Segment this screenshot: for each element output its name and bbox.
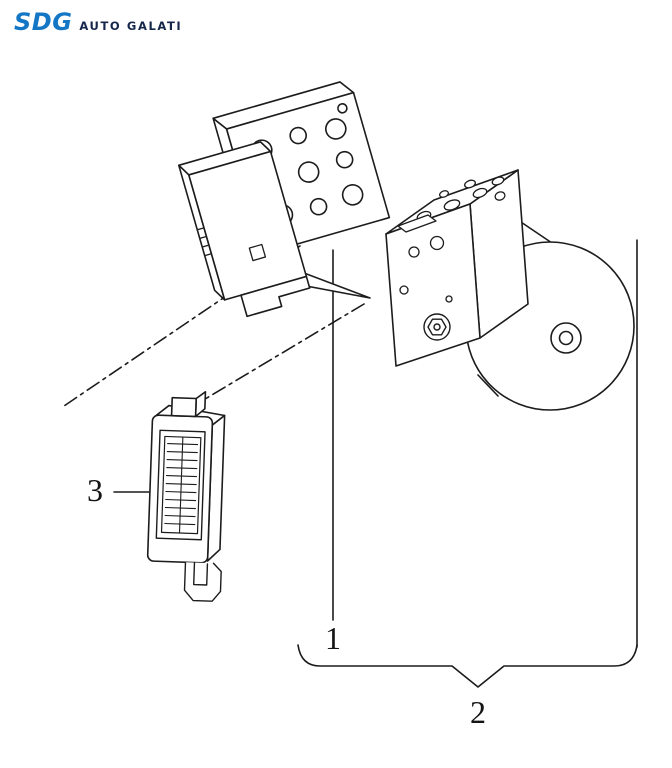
control-module-vents <box>197 227 212 257</box>
control-module-bottom-tab <box>240 275 311 318</box>
brand-subtitle: AUTO GALATI <box>79 19 183 33</box>
connector-pins <box>164 436 199 534</box>
part-label-3: 3 <box>87 472 103 508</box>
part-label-1: 1 <box>325 620 341 656</box>
part-label-2: 2 <box>470 694 486 730</box>
brand-name: SDG <box>14 8 73 36</box>
control-module-label-plate <box>248 243 267 262</box>
valve-block <box>385 169 529 367</box>
valve-block-bolt <box>423 313 451 341</box>
motor-hub-inner <box>558 330 574 346</box>
callout-bracket-2 <box>297 644 638 688</box>
connector-latch-hook <box>183 561 222 602</box>
hydraulic-unit <box>385 169 635 411</box>
motor-body-bottom-line <box>477 374 499 397</box>
connector <box>146 391 226 602</box>
valve-block-boss <box>397 214 437 233</box>
valve-block-ports <box>397 176 506 303</box>
control-module <box>177 141 311 318</box>
brand-logo: SDG AUTO GALATI <box>14 10 182 34</box>
connector-tab <box>170 396 198 418</box>
valve-block-front-face <box>385 203 481 367</box>
